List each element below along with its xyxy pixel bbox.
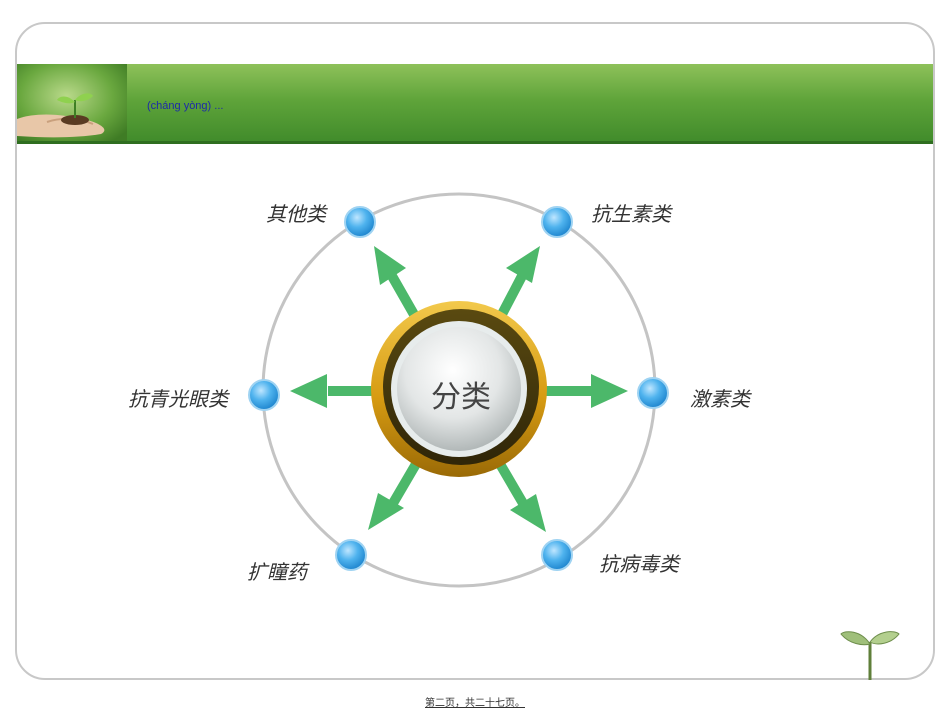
node-antiviral — [541, 539, 573, 571]
node-antibiotic — [541, 206, 573, 238]
node-antiglaucoma — [248, 379, 280, 411]
page-footer: 第二页，共二十七页。 — [425, 698, 525, 709]
center-button: 分类 — [371, 301, 547, 477]
arrow-to-antibiotic — [495, 246, 540, 321]
center-label: 分类 — [431, 380, 491, 415]
header-pinyin: (cháng yòng) ... — [147, 100, 223, 112]
node-mydriatic — [335, 539, 367, 571]
slide-frame: (cháng yòng) ... — [15, 22, 935, 680]
arrow-to-antiglaucoma — [290, 374, 372, 408]
seedling-in-hand-image — [17, 64, 127, 144]
label-antiglaucoma: 抗青光眼类 — [128, 387, 228, 411]
pinyin-text: (cháng yòng) — [147, 100, 212, 112]
node-other — [344, 206, 376, 238]
pinyin-trailing: ... — [214, 100, 224, 112]
label-antiviral: 抗病毒类 — [599, 552, 679, 576]
sprout-decoration-icon — [840, 631, 900, 680]
label-hormone: 激素类 — [690, 387, 750, 411]
label-other: 其他类 — [266, 202, 326, 226]
arrow-to-antiviral — [495, 461, 546, 532]
arrow-to-other — [374, 246, 421, 321]
arrow-to-hormone — [546, 374, 628, 408]
header-band: (cháng yòng) ... — [17, 64, 933, 144]
node-hormone — [637, 377, 669, 409]
label-antibiotic: 抗生素类 — [591, 202, 671, 226]
arrow-to-mydriatic — [368, 461, 421, 530]
label-mydriatic: 扩瞳药 — [247, 560, 307, 584]
